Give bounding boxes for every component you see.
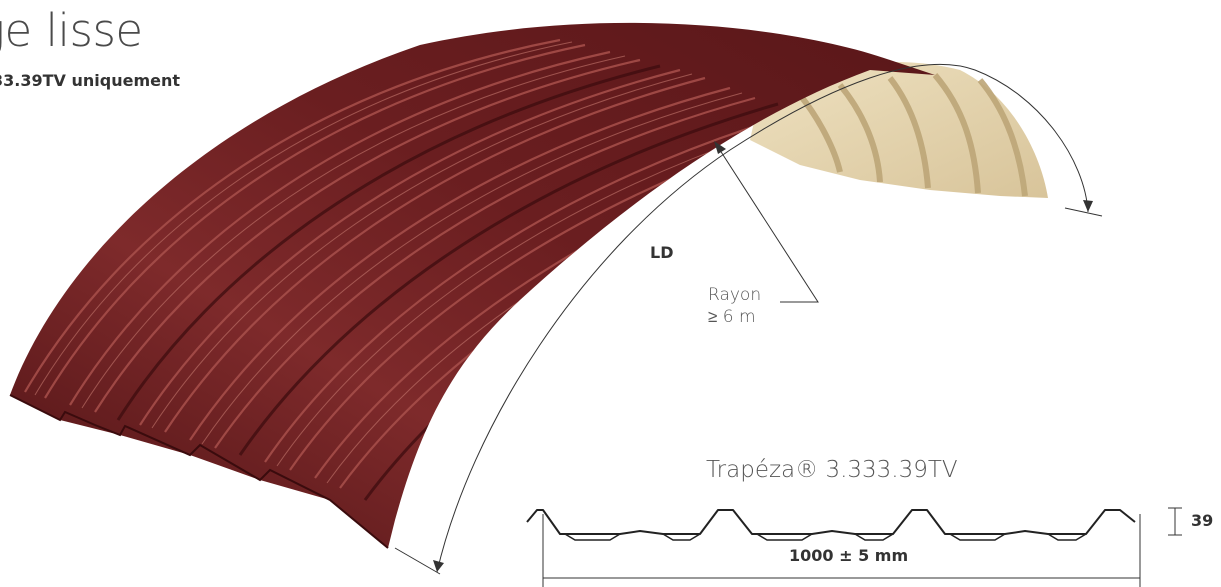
width-label: 1000 ± 5 mm	[789, 546, 909, 565]
height-dimension	[1168, 507, 1182, 536]
profile-section	[526, 509, 1136, 541]
underside-ribs	[797, 73, 1028, 197]
radius-label-line2: ≥ 6 m	[708, 307, 756, 327]
profile-name: Trapéza® 3.333.39TV	[706, 457, 958, 483]
height-label: 39	[1191, 511, 1214, 530]
page-subtitle: 33.39TV uniquement	[0, 71, 180, 90]
width-dimension	[542, 514, 1141, 587]
ld-arrow-bottom	[433, 560, 444, 572]
page-title: ge lisse	[0, 4, 143, 57]
radius-label-line1: Rayon	[708, 285, 762, 305]
sheet-bottom-edge	[9, 394, 389, 549]
ld-dimension-arc	[394, 63, 1103, 575]
radius-label: Rayon ≥ 6 m	[708, 284, 761, 328]
ld-label: LD	[650, 243, 674, 262]
ld-arrow-right	[1083, 200, 1093, 212]
radius-leader	[715, 143, 819, 303]
radius-arrow	[714, 141, 726, 154]
